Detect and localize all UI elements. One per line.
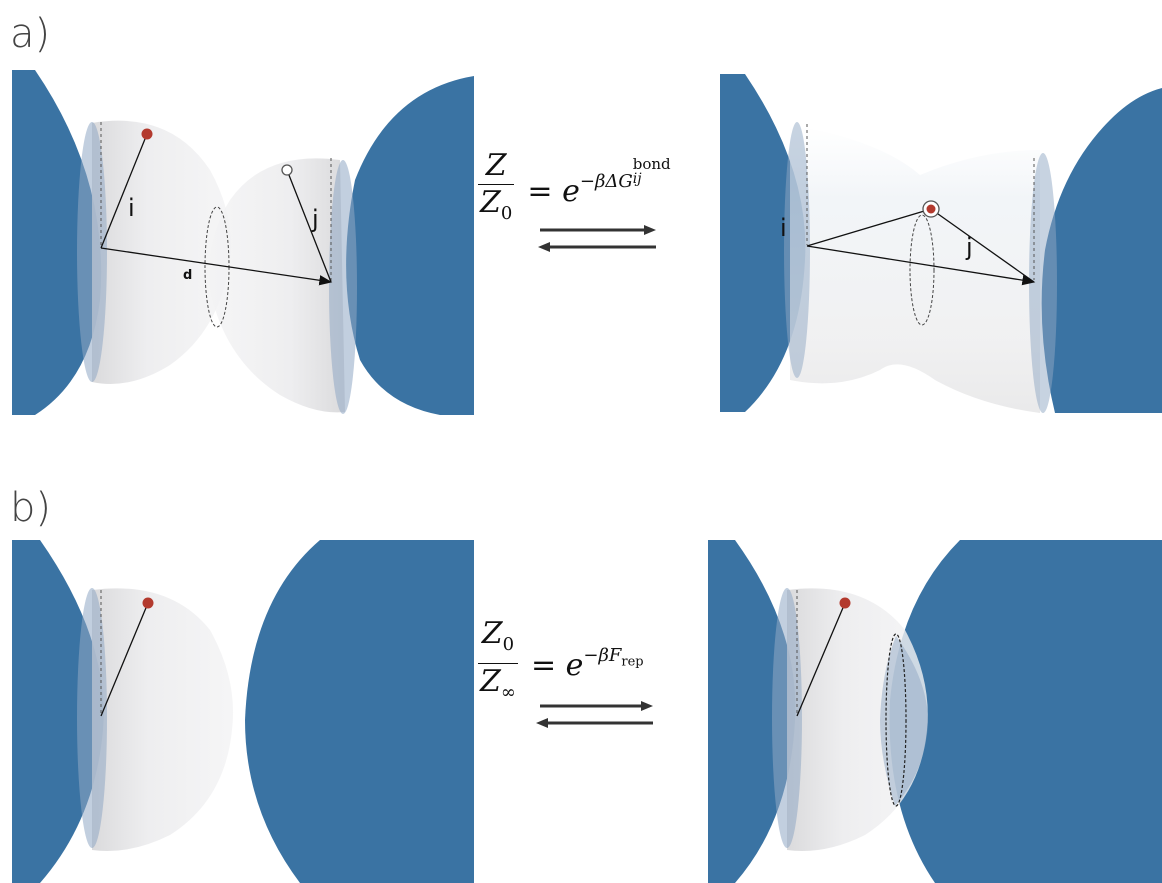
overlap-ring bbox=[885, 633, 907, 807]
grafting-disc-right bbox=[329, 160, 357, 414]
grafting-disc-left bbox=[784, 122, 810, 378]
label-j: j bbox=[965, 233, 973, 261]
shell-j bbox=[209, 158, 345, 413]
sticker bbox=[839, 597, 851, 609]
linker-j bbox=[286, 169, 332, 283]
panel-a-right-figure: i j bbox=[720, 70, 1162, 413]
grafting-disc-left bbox=[77, 122, 107, 382]
distance-vector-d bbox=[806, 245, 1036, 286]
left-particle bbox=[720, 74, 806, 412]
grafting-disc-left bbox=[772, 588, 802, 848]
right-particle bbox=[889, 540, 1162, 883]
equation-a-fraction: Z Z0 bbox=[478, 148, 515, 232]
equation-a-numerator: Z bbox=[478, 148, 515, 185]
overlap-ring bbox=[909, 214, 935, 326]
bonded-sticker-core bbox=[926, 204, 936, 214]
equation-b-fraction: Z0 Z∞ bbox=[478, 616, 518, 711]
equation-b-numerator: Z0 bbox=[478, 616, 518, 664]
equilibrium-arrows-b bbox=[536, 701, 653, 728]
linker bbox=[796, 602, 846, 717]
overlap-region bbox=[880, 636, 928, 806]
equation-a-denominator: Z0 bbox=[480, 185, 513, 224]
grafting-disc-right bbox=[1029, 153, 1057, 413]
label-j: j bbox=[311, 205, 319, 233]
equation-b-denominator: Z∞ bbox=[480, 664, 516, 703]
sticker-i bbox=[141, 128, 153, 140]
right-particle bbox=[1041, 70, 1162, 413]
equilibrium-arrows-a bbox=[538, 225, 656, 252]
linker-i bbox=[806, 208, 932, 247]
left-particle bbox=[708, 540, 796, 883]
linker-i bbox=[100, 133, 148, 249]
distance-vector-d bbox=[100, 247, 333, 286]
shell-i bbox=[92, 120, 231, 384]
sticker-j bbox=[281, 164, 293, 176]
panel-label-a: a) bbox=[10, 11, 51, 57]
grafting-disc-left bbox=[77, 588, 107, 848]
right-particle bbox=[245, 540, 474, 883]
panel-b-right-figure bbox=[708, 540, 1162, 883]
panel-a-left-figure: i j d bbox=[12, 70, 474, 415]
equation-b: Z0 Z∞ = e−βFrep bbox=[478, 616, 644, 711]
bond-bridge bbox=[790, 125, 1040, 413]
panel-b-left-figure bbox=[12, 540, 474, 883]
linker-j bbox=[930, 208, 1035, 283]
label-i: i bbox=[780, 214, 787, 242]
linker bbox=[100, 602, 149, 717]
equation-b-rhs: = e−βFrep bbox=[530, 644, 644, 683]
label-i: i bbox=[128, 194, 135, 222]
right-particle bbox=[346, 76, 474, 415]
panel-label-b: b) bbox=[10, 485, 51, 531]
label-d: d bbox=[183, 268, 192, 283]
left-particle bbox=[12, 70, 102, 415]
sticker bbox=[142, 597, 154, 609]
shell-i bbox=[92, 588, 234, 851]
